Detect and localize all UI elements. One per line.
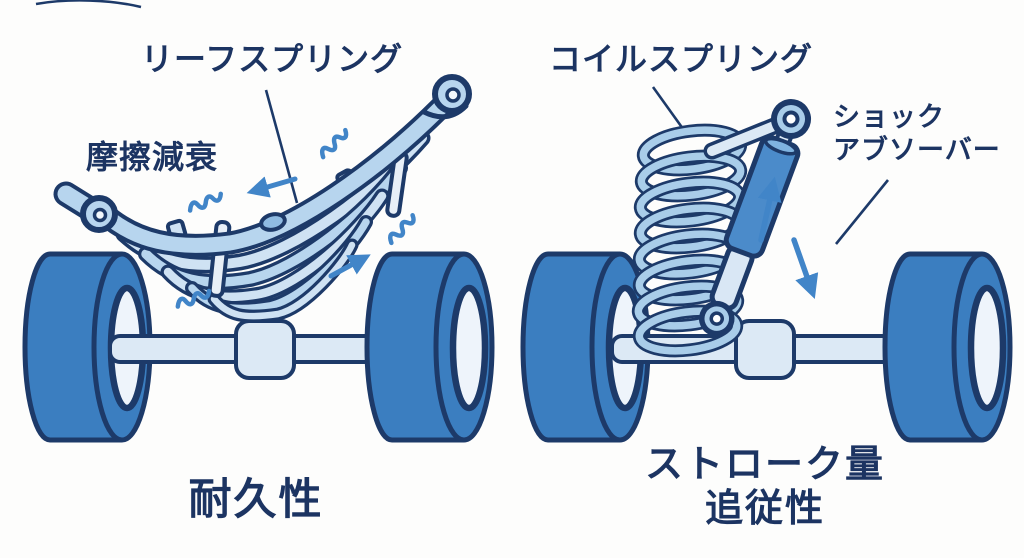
label-leaf-spring: リーフスプリング (141, 41, 404, 77)
shock-link-bar (703, 113, 793, 160)
label-coil-spring: コイルスプリング (549, 41, 814, 77)
label-shock-absorber-line2: アブソーバー (833, 135, 1001, 165)
leader-line-shock-absorber (834, 179, 890, 245)
label-shock-absorber: ショック アブソーバー (833, 101, 1001, 167)
leaf-clamp (207, 150, 409, 298)
leaf-spring-right-eye (421, 74, 472, 120)
caption-followability: 追従性 (704, 488, 825, 530)
coil-spring-suspension-group (523, 86, 1010, 440)
leaf-spring-left-eye (53, 181, 118, 233)
center-bolt (259, 212, 287, 232)
top-edge-artifact-line (35, 0, 142, 9)
wheel-illustration (367, 254, 492, 440)
label-friction-damping: 摩擦減衰 (86, 139, 219, 175)
caption-stroke-followability: ストローク量 追従性 (600, 443, 930, 531)
wheel-illustration (885, 254, 1010, 440)
leader-line-coil-spring (651, 86, 688, 134)
motion-arrows-left-diagram (246, 176, 371, 279)
caption-durability: 耐久性 (188, 476, 324, 524)
leaf-spring-suspension-group (25, 74, 492, 440)
motion-arrows-right-diagram (757, 176, 819, 299)
caption-stroke-amount: ストローク量 (644, 444, 885, 486)
label-shock-absorber-line1: ショック (833, 102, 945, 132)
leader-line-leaf-spring (264, 89, 299, 204)
leaf-spring-illustration (53, 74, 472, 323)
